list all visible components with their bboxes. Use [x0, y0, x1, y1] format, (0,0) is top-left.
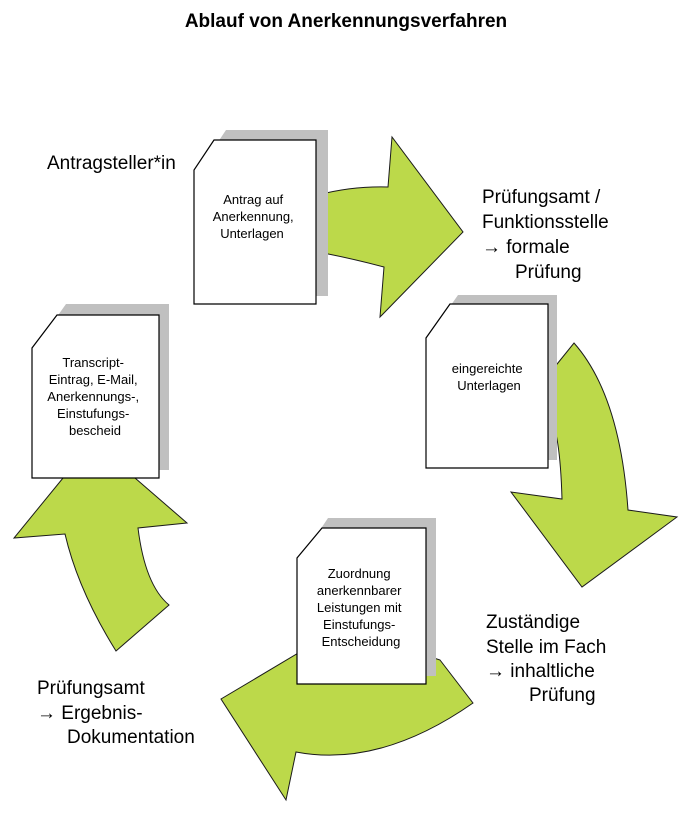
actor-department-label: Zuständige Stelle im Fach → inhaltliche … — [486, 612, 612, 706]
document-shape — [296, 527, 427, 685]
document-text: Zuordnung anerkennbarer Leistungen mit E… — [317, 566, 405, 649]
document-shape — [425, 303, 549, 469]
arrow-to-exam-office — [317, 135, 464, 319]
arrow-to-applicant — [12, 477, 189, 652]
document-text: Transcript- Eintrag, E-Mail, Anerkennung… — [47, 355, 142, 438]
diagram-title: Ablauf von Anerkennungsverfahren — [185, 11, 507, 32]
document-assignment: Zuordnung anerkennbarer Leistungen mit E… — [296, 518, 436, 685]
document-text: Antrag auf Anerkennung, Unterlagen — [213, 192, 298, 241]
document-submitted: eingereichte Unterlagen — [425, 295, 557, 469]
document-shape — [193, 139, 317, 305]
document-shape — [31, 314, 160, 479]
actor-applicant-label: Antragsteller*in — [47, 153, 176, 174]
actor-exam-office-result-label: Prüfungsamt → Ergebnis- Dokumentation — [37, 678, 195, 748]
document-application: Antrag auf Anerkennung, Unterlagen — [193, 130, 328, 305]
actor-exam-office-formal-label: Prüfungsamt / Funktionsstelle → formale … — [482, 187, 614, 283]
document-text: eingereichte Unterlagen — [452, 361, 526, 393]
document-result: Transcript- Eintrag, E-Mail, Anerkennung… — [31, 304, 169, 479]
